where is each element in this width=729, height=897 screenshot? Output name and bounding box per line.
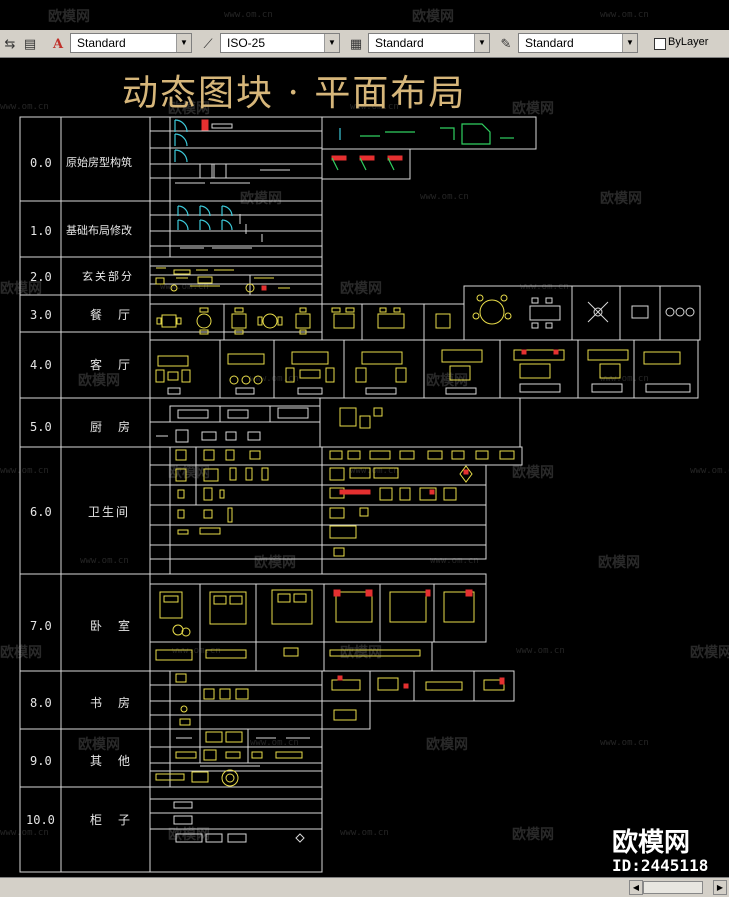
category-number: 1.0 [30,224,52,238]
layers-icon[interactable]: ▤ [23,36,37,52]
watermark-url: www.om.cn [160,282,209,292]
category-name: 餐 厅 [90,308,133,322]
block-symbols [155,119,695,843]
watermark-url: www.om.cn [250,738,299,748]
pan-icon[interactable]: ⇆ [4,36,16,52]
drawing-canvas[interactable]: 欧模网 欧模网 www.om.cn www.om.cn 欧模网 欧模网 www.… [0,58,729,877]
category-name: 厨 房 [90,420,133,434]
category-number: 5.0 [30,420,52,434]
watermark-brand: 欧模网 [600,191,642,207]
watermark-url: www.om.cn [0,102,49,112]
watermark-url: www.om.cn [690,466,729,476]
watermark-url: www.om.cn [520,282,569,292]
chevron-down-icon: ▼ [176,34,191,52]
chevron-down-icon: ▼ [324,34,339,52]
category-name: 柜 子 [90,813,133,827]
chevron-down-icon: ▼ [622,34,637,52]
watermark-url: www.om.cn [224,10,273,20]
layer-value: ByLayer [668,36,709,48]
watermark-brand: 欧模网 [340,281,382,297]
scroll-left-button[interactable]: ◀ [629,880,643,895]
scroll-thumb[interactable] [643,881,703,894]
brand-logo-text: 欧模网 [612,828,691,858]
watermark-brand: 欧模网 [512,465,554,481]
category-number: 10.0 [26,813,55,827]
table-style-select[interactable]: Standard ▼ [368,33,490,53]
watermark-brand: 欧模网 [512,101,554,117]
watermark-url: www.om.cn [350,102,399,112]
category-number: 3.0 [30,308,52,322]
top-strip: 欧模网 www.om.cn 欧模网 www.om.cn [0,0,729,30]
category-name: 卧 室 [90,619,133,633]
category-number: 9.0 [30,754,52,768]
dimension-style-select[interactable]: ISO-25 ▼ [220,33,340,53]
watermark-url: www.om.cn [430,556,479,566]
drawing-title: 动态图块 · 平面布局 [122,73,467,114]
watermark-brand: 欧模网 [340,645,382,661]
watermark-brand: 欧模网 [512,827,554,843]
block-cells [149,116,701,873]
table-style-icon[interactable]: ▦ [349,36,363,52]
scroll-right-button[interactable]: ▶ [713,880,727,895]
category-number: 0.0 [30,156,52,170]
category-name: 卫生间 [88,505,131,519]
category-grid [19,116,151,873]
watermark-brand: 欧模网 [78,737,120,753]
multileader-style-icon[interactable]: ✎ [500,36,512,52]
category-name: 其 他 [90,754,133,768]
watermark-brand: 欧模网 [412,9,454,25]
multileader-style-select[interactable]: Standard ▼ [518,33,638,53]
watermark-brand: 欧模网 [426,373,468,389]
watermark-brand: 欧模网 [240,191,282,207]
watermark-url: www.om.cn [80,556,129,566]
text-style-icon[interactable]: A [52,36,64,52]
watermark-url: www.om.cn [420,192,469,202]
watermark-url: www.om.cn [340,828,389,838]
category-number: 8.0 [30,696,52,710]
dimension-style-icon[interactable]: ⟋ [203,36,213,52]
watermark-url: www.om.cn [516,646,565,656]
horizontal-scrollbar[interactable]: ◀ ▶ [0,877,729,897]
category-number: 7.0 [30,619,52,633]
category-number: 6.0 [30,505,52,519]
category-name: 书 房 [90,696,133,710]
category-name: 玄关部分 [82,270,134,283]
category-number: 2.0 [30,270,52,284]
watermark-brand: 欧模网 [168,101,210,117]
model-id: ID:2445118 [612,856,709,875]
category-name: 基础布局修改 [66,224,132,237]
watermark-url: www.om.cn [600,738,649,748]
watermark-brand: 欧模网 [0,645,42,661]
category-name: 客 厅 [90,358,133,372]
watermark-url: www.om.cn [600,374,649,384]
chevron-down-icon: ▼ [474,34,489,52]
watermark-brand: 欧模网 [48,9,90,25]
watermark-brand: 欧模网 [78,373,120,389]
category-name: 原始房型构筑 [66,156,132,169]
styles-toolbar: ⇆ ▤ A Standard ▼ ⟋ ISO-25 ▼ ▦ Standard ▼… [0,30,729,58]
category-number: 4.0 [30,358,52,372]
watermark-brand: 欧模网 [168,827,210,843]
watermark-brand: 欧模网 [426,737,468,753]
watermark-url: www.om.cn [172,646,221,656]
watermark-brand: 欧模网 [598,555,640,571]
text-style-select[interactable]: Standard ▼ [70,33,192,53]
watermark-brand: 欧模网 [0,281,42,297]
watermark-brand: 欧模网 [690,645,729,661]
block-layout-drawing [19,116,701,873]
watermark-url: www.om.cn [600,10,649,20]
layer-checkbox[interactable] [654,38,666,50]
watermark-url: www.om.cn [0,828,49,838]
watermark-url: www.om.cn [0,466,49,476]
